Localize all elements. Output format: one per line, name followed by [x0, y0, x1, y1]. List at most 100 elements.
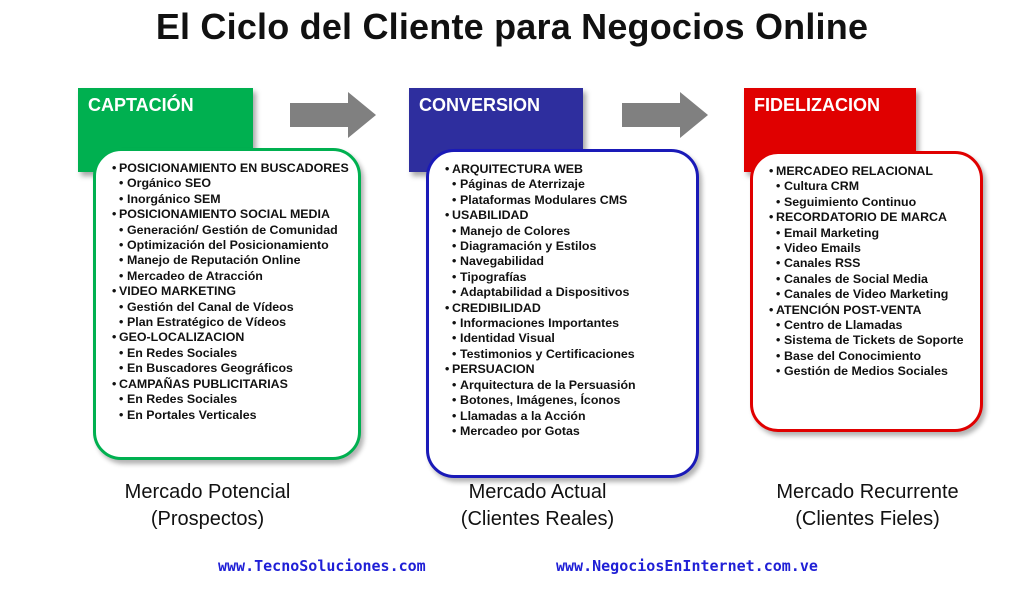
list-section: •POSICIONAMIENTO SOCIAL MEDIA•Generación…: [112, 207, 350, 284]
bullet-icon: •: [776, 318, 781, 333]
list-item: •En Redes Sociales: [112, 346, 350, 361]
list-item: •Base del Conocimiento: [769, 349, 972, 364]
list-item: •Seguimiento Continuo: [769, 195, 972, 210]
list-item: •Plan Estratégico de Vídeos: [112, 315, 350, 330]
captacion-box: •POSICIONAMIENTO EN BUSCADORES•Orgánico …: [93, 148, 361, 460]
market-label-actual: Mercado Actual (Clientes Reales): [415, 479, 660, 533]
list-item: •Generación/ Gestión de Comunidad: [112, 223, 350, 238]
list-item: •Gestión del Canal de Vídeos: [112, 300, 350, 315]
list-item: •En Buscadores Geográficos: [112, 361, 350, 376]
section-title-text: CREDIBILIDAD: [452, 300, 541, 315]
section-title: •GEO-LOCALIZACION: [112, 330, 350, 345]
list-item: •En Portales Verticales: [112, 408, 350, 423]
bullet-icon: •: [119, 253, 124, 268]
bullet-icon: •: [445, 208, 450, 223]
list-item-text: En Portales Verticales: [127, 407, 257, 422]
list-item: •Video Emails: [769, 241, 972, 256]
bullet-icon: •: [119, 407, 124, 422]
market-subtitle: (Clientes Reales): [460, 508, 615, 530]
bullet-icon: •: [119, 361, 124, 376]
bullet-icon: •: [452, 177, 457, 192]
section-title-text: VIDEO MARKETING: [119, 284, 237, 299]
header-conversion-label: CONVERSION: [419, 95, 541, 115]
arrow-right-icon: [622, 92, 708, 138]
section-title: •POSICIONAMIENTO SOCIAL MEDIA: [112, 207, 350, 222]
bullet-icon: •: [119, 268, 124, 283]
header-fidelizacion-label: FIDELIZACION: [754, 95, 880, 115]
list-item-text: Manejo de Reputación Online: [127, 253, 301, 268]
list-section: •VIDEO MARKETING•Gestión del Canal de Ví…: [112, 284, 350, 330]
section-title: •ATENCIÓN POST-VENTA: [769, 303, 972, 318]
list-item-text: En Buscadores Geográficos: [127, 361, 293, 376]
list-item: •Informaciones Importantes: [445, 316, 688, 331]
bullet-icon: •: [776, 179, 781, 194]
bullet-icon: •: [769, 164, 774, 178]
list-item-text: Gestión de Medios Sociales: [784, 364, 948, 379]
bullet-icon: •: [452, 408, 457, 423]
section-title: •CAMPAÑAS PUBLICITARIAS: [112, 377, 350, 392]
bullet-icon: •: [452, 239, 457, 254]
list-item: •Botones, Imágenes, Íconos: [445, 393, 688, 408]
bullet-icon: •: [452, 223, 457, 238]
section-title-text: ATENCIÓN POST-VENTA: [776, 302, 922, 317]
list-item-text: Manejo de Colores: [460, 223, 571, 238]
bullet-icon: •: [452, 254, 457, 269]
list-section: •GEO-LOCALIZACION•En Redes Sociales•En B…: [112, 330, 350, 376]
bullet-icon: •: [119, 191, 124, 206]
list-item: •Identidad Visual: [445, 331, 688, 346]
list-item: •Canales de Social Media: [769, 272, 972, 287]
url-link[interactable]: www.TecnoSoluciones.com: [218, 557, 426, 575]
list-item: •Email Marketing: [769, 226, 972, 241]
list-item-text: Canales de Social Media: [784, 271, 928, 286]
list-item-text: Plataformas Modulares CMS: [460, 192, 628, 207]
list-item: •Páginas de Aterrizaje: [445, 177, 688, 192]
list-item: •Manejo de Colores: [445, 224, 688, 239]
market-label-recurrente: Mercado Recurrente (Clientes Fieles): [740, 479, 995, 533]
bullet-icon: •: [445, 362, 450, 377]
list-item-text: Navegabilidad: [460, 254, 545, 269]
section-title: •POSICIONAMIENTO EN BUSCADORES: [112, 161, 350, 176]
bullet-icon: •: [112, 207, 117, 222]
diagram-title: El Ciclo del Cliente para Negocios Onlin…: [155, 6, 869, 47]
list-item-text: Sistema de Tickets de Soporte: [784, 333, 964, 348]
market-title: Mercado Potencial: [124, 481, 291, 503]
list-item-text: Base del Conocimiento: [784, 348, 922, 363]
list-item: •Canales de Video Marketing: [769, 287, 972, 302]
bullet-icon: •: [776, 348, 781, 363]
section-title: •RECORDATORIO DE MARCA: [769, 210, 972, 225]
bullet-icon: •: [776, 271, 781, 286]
list-item: •Sistema de Tickets de Soporte: [769, 333, 972, 348]
bullet-icon: •: [776, 333, 781, 348]
bullet-icon: •: [452, 423, 457, 438]
list-section: •MERCADEO RELACIONAL•Cultura CRM•Seguimi…: [769, 164, 972, 210]
list-section: •RECORDATORIO DE MARCA•Email Marketing•V…: [769, 210, 972, 302]
list-item-text: Email Marketing: [784, 225, 880, 240]
bullet-icon: •: [776, 225, 781, 240]
bullet-icon: •: [776, 364, 781, 379]
list-item: •Optimización del Posicionamiento: [112, 238, 350, 253]
bullet-icon: •: [452, 393, 457, 408]
list-item-text: En Redes Sociales: [127, 345, 238, 360]
list-item-text: Gestión del Canal de Vídeos: [127, 299, 294, 314]
bullet-icon: •: [112, 376, 117, 391]
list-item-text: En Redes Sociales: [127, 392, 238, 407]
section-title-text: RECORDATORIO DE MARCA: [776, 210, 947, 225]
list-section: •CAMPAÑAS PUBLICITARIAS•En Redes Sociale…: [112, 377, 350, 423]
list-item: •Mercadeo de Atracción: [112, 269, 350, 284]
list-item: •Cultura CRM: [769, 179, 972, 194]
market-title: Mercado Actual: [468, 481, 607, 503]
header-captacion-label: CAPTACIÓN: [88, 95, 194, 115]
list-item: •Arquitectura de la Persuasión: [445, 378, 688, 393]
list-item-text: Diagramación y Estilos: [460, 239, 597, 254]
list-item: •Mercadeo por Gotas: [445, 424, 688, 439]
fidelizacion-box: •MERCADEO RELACIONAL•Cultura CRM•Seguimi…: [750, 151, 983, 432]
url-link[interactable]: www.NegociosEnInternet.com.ve: [556, 557, 818, 575]
conversion-box: •ARQUITECTURA WEB•Páginas de Aterrizaje•…: [426, 149, 699, 478]
bullet-icon: •: [452, 331, 457, 346]
list-item: •Manejo de Reputación Online: [112, 253, 350, 268]
bullet-icon: •: [769, 302, 774, 317]
list-section: •USABILIDAD•Manejo de Colores•Diagramaci…: [445, 208, 688, 300]
list-item-text: Testimonios y Certificaciones: [460, 346, 635, 361]
market-subtitle: (Prospectos): [150, 508, 265, 530]
bullet-icon: •: [776, 194, 781, 209]
